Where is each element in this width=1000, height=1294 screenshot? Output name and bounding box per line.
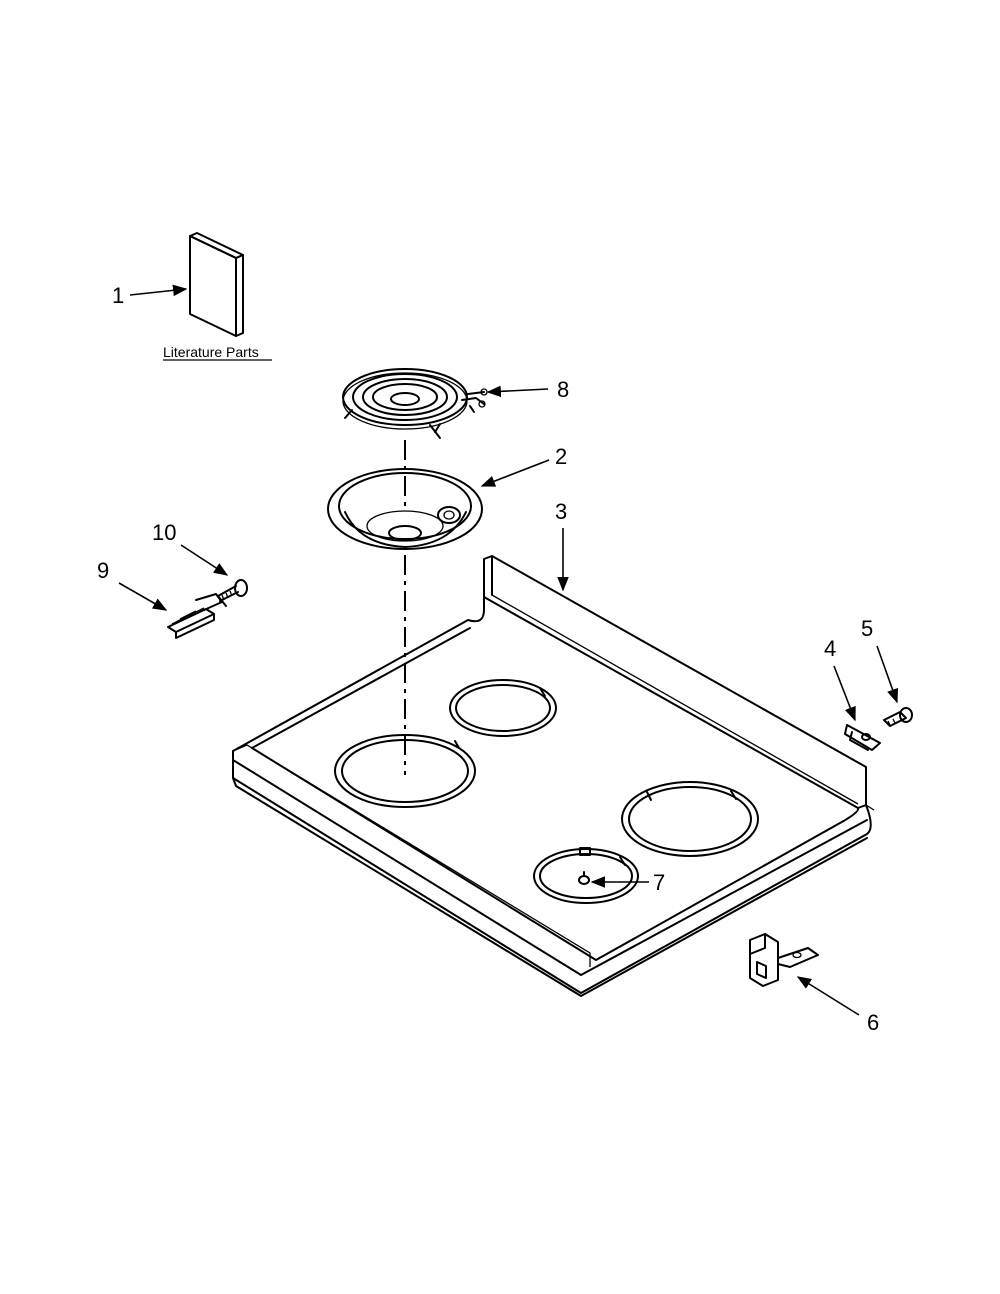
- callout-5: 5: [861, 616, 873, 641]
- drip-bowl: [327, 468, 483, 550]
- callout-7: 7: [653, 870, 665, 895]
- callout-1: 1: [112, 283, 124, 308]
- leader-2: [480, 459, 550, 487]
- leader-4: [833, 665, 856, 722]
- screw-5: [883, 707, 913, 727]
- leader-9: [118, 582, 168, 611]
- screw: [578, 871, 590, 885]
- leader-5: [876, 645, 899, 704]
- leader-1: [129, 284, 188, 297]
- callout-4: 4: [824, 636, 836, 661]
- cooktop: [232, 555, 875, 997]
- surface-element-coil: [342, 368, 488, 439]
- callout-2: 2: [555, 444, 567, 469]
- clip: [844, 724, 881, 751]
- callout-8: 8: [557, 377, 569, 402]
- leader-8: [486, 385, 549, 398]
- leader-10: [180, 544, 229, 576]
- terminal-block: [167, 593, 227, 639]
- callout-10: 10: [152, 520, 176, 545]
- bracket: [749, 933, 819, 987]
- screw-10: [217, 579, 248, 602]
- callout-9: 9: [97, 558, 109, 583]
- callout-3: 3: [555, 499, 567, 524]
- literature-parts-label: Literature Parts: [163, 344, 259, 360]
- callout-6: 6: [867, 1010, 879, 1035]
- leader-6: [796, 976, 860, 1016]
- literature-parts-booklet: [189, 232, 244, 337]
